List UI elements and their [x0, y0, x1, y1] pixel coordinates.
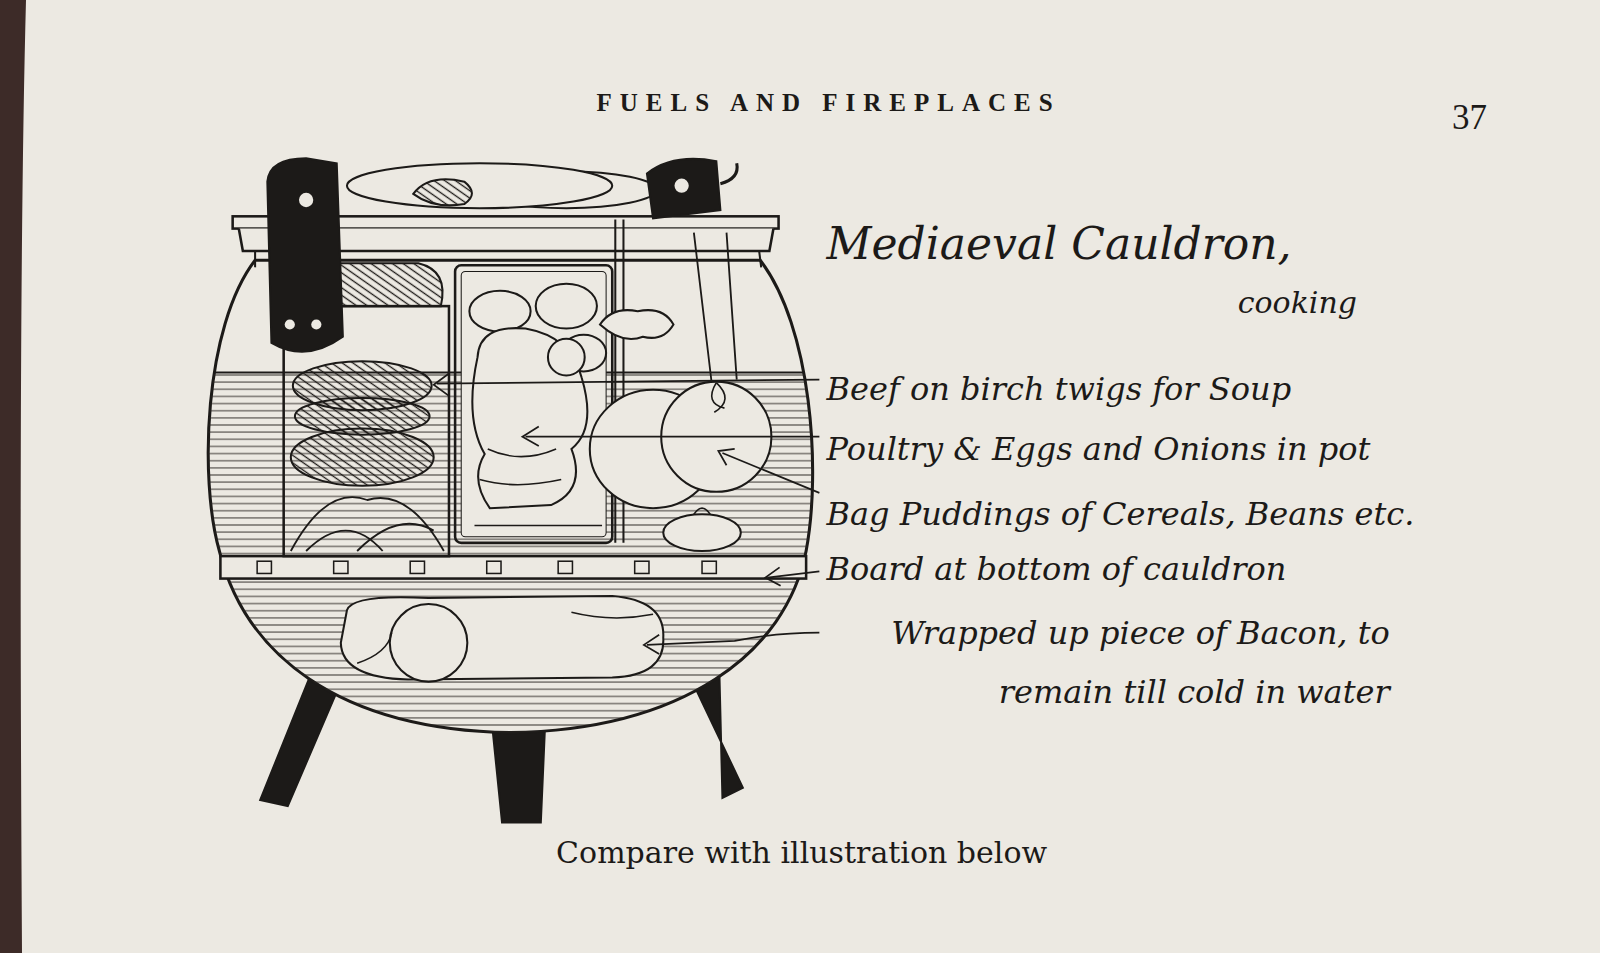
figure-title: Mediaeval Cauldron, [827, 218, 1292, 271]
inner-pot [461, 271, 606, 536]
lid [347, 163, 612, 208]
cauldron [194, 158, 827, 822]
bacon-wrap [357, 612, 653, 663]
egg [536, 284, 597, 329]
illustration-part [702, 561, 716, 573]
inner-pot [455, 265, 612, 543]
leader-line [722, 453, 819, 493]
bag-knot [600, 310, 673, 339]
cauldron-lug [647, 159, 720, 218]
lug-hole [674, 179, 688, 193]
bag-pudding [663, 514, 741, 551]
lug-hook [720, 163, 737, 183]
bag-tie [712, 383, 725, 413]
inner-pot-base [474, 525, 602, 527]
figure-caption: Compare with illustration below [556, 835, 1047, 871]
cauldron-neck [759, 251, 761, 267]
bottom-board [220, 556, 806, 578]
leader-line [647, 633, 819, 645]
callout-label: Board at bottom of cauldron [827, 550, 1287, 588]
page-edge [0, 0, 26, 953]
bacon-bundle [390, 604, 468, 682]
pudding-string [694, 233, 737, 388]
birch-twigs [291, 497, 444, 551]
beef-piece [291, 429, 434, 486]
poultry-detail [480, 449, 562, 485]
running-header: FUELS AND FIREPLACES [596, 88, 1060, 118]
bag-tie [694, 508, 710, 514]
callout-label: Bag Puddings of Cereals, Beans etc. [827, 495, 1415, 533]
leader-line [767, 571, 819, 577]
illustration-part [558, 561, 572, 573]
page-number: 37 [1452, 97, 1487, 139]
board-pegs [257, 561, 716, 573]
illustration-part [635, 561, 649, 573]
arrowhead [522, 427, 538, 446]
illustration-part [410, 561, 424, 573]
lug-hole [285, 319, 295, 329]
water-hatch [194, 578, 827, 741]
arrowhead [718, 449, 734, 465]
leader-lines [434, 373, 820, 654]
arrowhead [765, 567, 780, 585]
leader-line [526, 436, 820, 438]
lug-hole [299, 193, 313, 207]
lug-hole [311, 319, 321, 329]
illustration-part [487, 561, 501, 573]
cauldron-neck [254, 251, 256, 267]
illustration-part [257, 561, 271, 573]
callout-label: Poultry & Eggs and Onions in pot [827, 430, 1371, 468]
poultry [472, 328, 587, 508]
illustration-part [334, 561, 348, 573]
title-subline: cooking [1238, 285, 1357, 321]
arrowhead [644, 635, 659, 654]
lid-knob [413, 179, 472, 205]
onion [548, 339, 585, 376]
arrowhead [434, 373, 449, 395]
cauldron-lug [267, 158, 343, 352]
leader-line [437, 380, 820, 384]
callout-label: Beef on birch twigs for Soup [827, 370, 1292, 408]
callout-label: Wrapped up piece of Bacon, to remain til… [885, 604, 1390, 722]
egg [469, 291, 530, 332]
